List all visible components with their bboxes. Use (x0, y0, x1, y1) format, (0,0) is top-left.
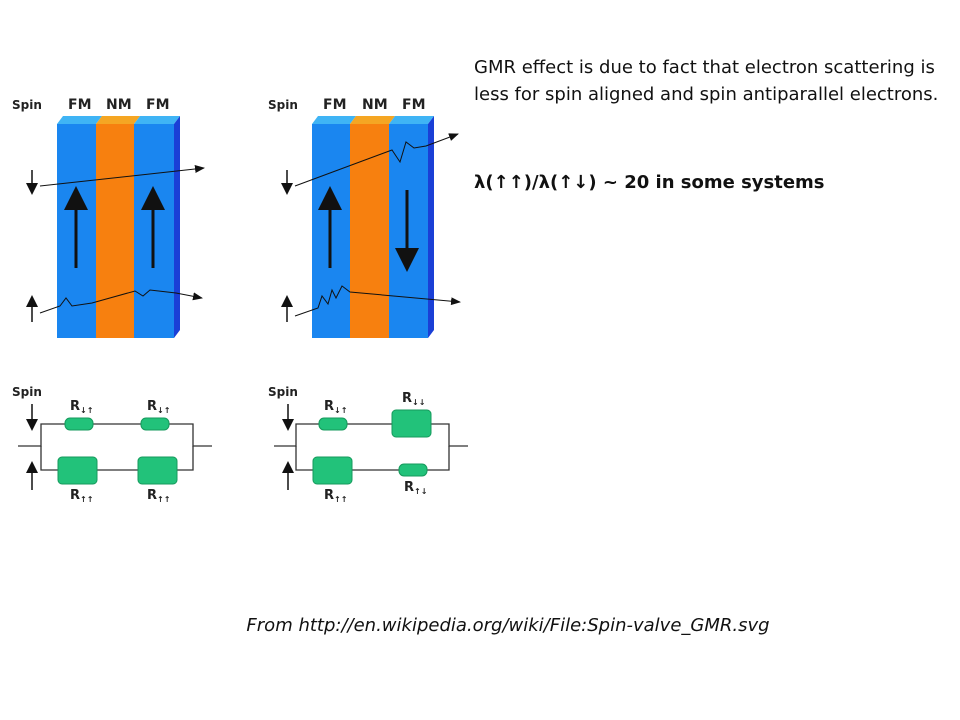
layer-label-nm: NM (362, 97, 388, 113)
spin-label: Spin (268, 98, 298, 112)
spin-valve-antiparallel: Spin FM NM FM (268, 97, 461, 338)
circuit-wire (18, 423, 65, 447)
resistor-small (140, 417, 170, 431)
layer-label-fm1: FM (323, 97, 347, 113)
circuit-wire (295, 446, 313, 471)
circuit-wire (177, 446, 194, 471)
spin-label: Spin (12, 385, 42, 399)
fm-layer-top (389, 116, 434, 124)
nm-layer-top (350, 116, 395, 124)
spin-valve-parallel: Spin FM NM FM (12, 97, 205, 338)
resistor-label: R↓↑ (70, 399, 93, 415)
electron-path-spin-down (294, 133, 459, 187)
layer-label-fm2: FM (146, 97, 170, 113)
fm-layer-top (312, 116, 356, 124)
resistor-label: R↑↑ (324, 488, 347, 504)
resistor-label: R↓↑ (324, 399, 347, 415)
electron-path-spin-down (39, 165, 205, 187)
fm-layer-side (428, 116, 434, 338)
resistor-small (398, 463, 428, 477)
circuit-wire (431, 423, 468, 447)
nm-layer (96, 124, 134, 338)
fm-layer-top (57, 116, 102, 124)
mean-free-path-ratio: λ(↑↑)/λ(↑↓) ~ 20 in some systems (474, 172, 825, 193)
layer-label-fm1: FM (68, 97, 92, 113)
circuit-wire (274, 423, 319, 447)
resistor-label: R↓↑ (147, 399, 170, 415)
resistor-circuit-parallel: Spin R↓↑ R↓↑ R↑↑ R↑↑ (12, 385, 212, 504)
resistor-large (391, 409, 432, 438)
fm-layer-top (134, 116, 180, 124)
circuit-wire (40, 446, 58, 471)
electron-path-spin-up (39, 289, 203, 314)
circuit-wire (427, 446, 450, 471)
resistor-label: R↑↑ (70, 488, 93, 504)
resistor-label: R↑↑ (147, 488, 170, 504)
source-citation: From http://en.wikipedia.org/wiki/File:S… (246, 615, 770, 636)
resistor-large (137, 456, 178, 485)
gmr-description: GMR effect is due to fact that electron … (474, 57, 939, 105)
layer-label-nm: NM (106, 97, 132, 113)
resistor-large (312, 456, 353, 485)
resistor-small (318, 417, 348, 431)
spin-label: Spin (268, 385, 298, 399)
fm-layer-side (174, 116, 180, 338)
nm-layer-top (96, 116, 140, 124)
layer-label-fm2: FM (402, 97, 426, 113)
resistor-small (64, 417, 94, 431)
circuit-wire (169, 423, 212, 447)
resistor-large (57, 456, 98, 485)
electron-path-spin-up (294, 285, 461, 317)
spin-label: Spin (12, 98, 42, 112)
nm-layer (350, 124, 389, 338)
resistor-circuit-antiparallel: Spin R↓↑ R↓↓ R↑↑ R↑↓ (268, 385, 468, 504)
resistor-label: R↓↓ (402, 391, 425, 407)
resistor-label: R↑↓ (404, 480, 427, 496)
